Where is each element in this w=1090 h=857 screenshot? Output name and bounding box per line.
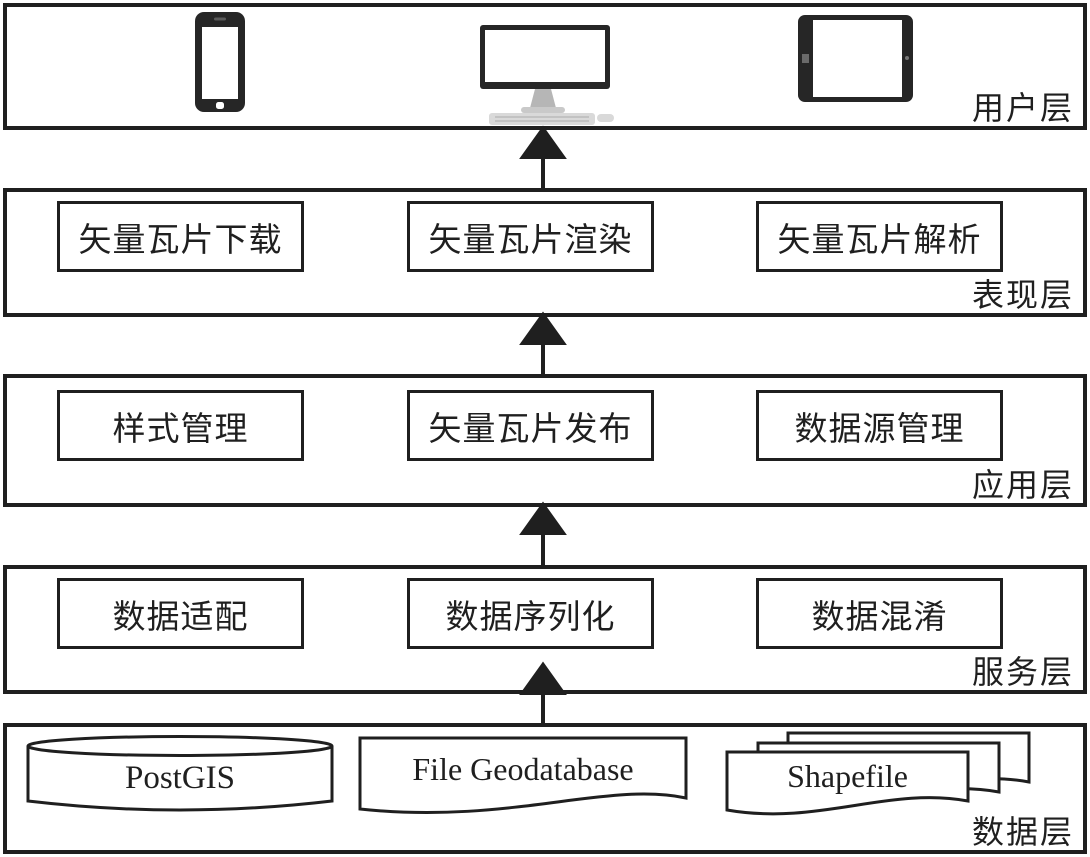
database-cylinder-icon xyxy=(26,735,334,812)
file-geodatabase-label: File Geodatabase xyxy=(412,751,634,787)
desktop-computer-icon xyxy=(480,25,614,125)
layer-data: PostGIS File Geodatabase Shapefile 数据层 xyxy=(3,723,1087,854)
arrow-presentation-to-user xyxy=(519,125,567,188)
box-vector-tile-download: 矢量瓦片下载 xyxy=(57,201,304,272)
box-data-serialization: 数据序列化 xyxy=(407,578,654,649)
box-vector-tile-publish: 矢量瓦片发布 xyxy=(407,390,654,461)
box-data-obfuscation: 数据混淆 xyxy=(756,578,1003,649)
layer-application-label: 应用层 xyxy=(971,467,1074,503)
document-icon xyxy=(358,736,688,815)
smartphone-icon xyxy=(195,12,245,112)
layer-service: 数据适配 数据序列化 数据混淆 服务层 xyxy=(3,565,1087,694)
box-vector-tile-parse: 矢量瓦片解析 xyxy=(756,201,1003,272)
tablet-icon xyxy=(798,15,913,102)
layer-user: 用户层 xyxy=(3,3,1087,130)
box-vector-tile-render: 矢量瓦片渲染 xyxy=(407,201,654,272)
postgis-label: PostGIS xyxy=(124,760,236,796)
data-source-shapes xyxy=(26,731,1031,816)
layer-presentation: 矢量瓦片下载 矢量瓦片渲染 矢量瓦片解析 表现层 xyxy=(3,188,1087,317)
shapefile-label: Shapefile xyxy=(787,758,908,794)
arrow-service-to-application xyxy=(519,501,567,565)
layer-user-label: 用户层 xyxy=(971,90,1074,126)
box-data-adaptation: 数据适配 xyxy=(57,578,304,649)
arrow-application-to-presentation xyxy=(519,311,567,374)
box-style-management: 样式管理 xyxy=(57,390,304,461)
layer-presentation-label: 表现层 xyxy=(971,277,1074,313)
layer-data-label: 数据层 xyxy=(971,814,1074,850)
layer-application: 样式管理 矢量瓦片发布 数据源管理 应用层 xyxy=(3,374,1087,507)
layer-service-label: 服务层 xyxy=(971,654,1074,690)
stacked-documents-icon xyxy=(725,731,1031,816)
box-datasource-management: 数据源管理 xyxy=(756,390,1003,461)
